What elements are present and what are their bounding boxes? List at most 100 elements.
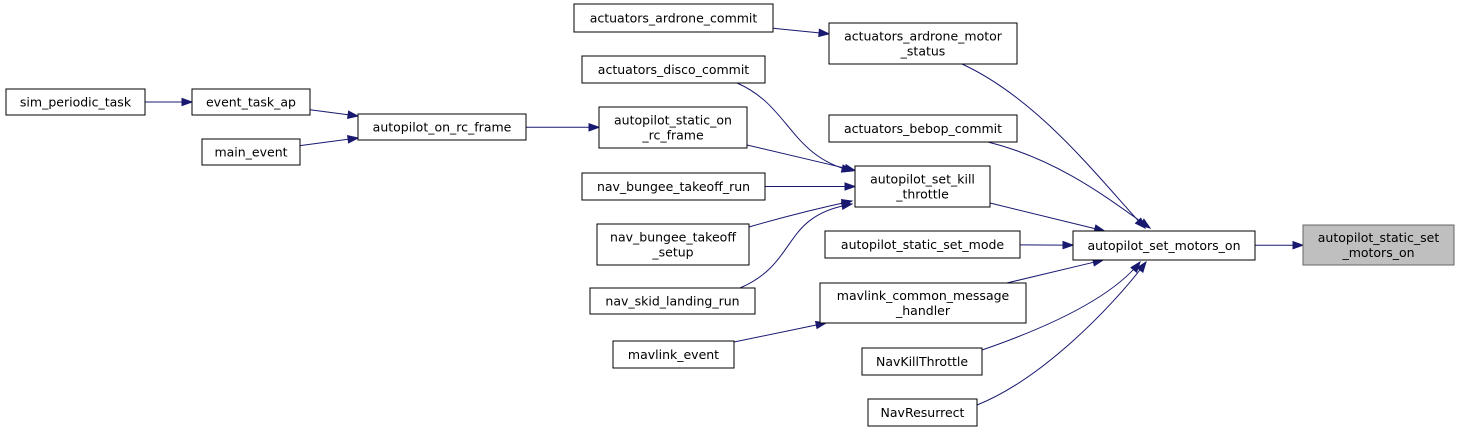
- node-label: nav_bungee_takeoff_run: [597, 179, 750, 194]
- edge-autopilot_static_on_rc_frame-to-autopilot_set_kill_throttle: [746, 144, 857, 173]
- arrowhead: [1062, 240, 1075, 250]
- node-label: NavKillThrottle: [876, 354, 968, 369]
- edge-sim_periodic_task-to-event_task_ap: [145, 97, 194, 107]
- node-label: _throttle: [895, 187, 949, 202]
- node-box: [201, 138, 301, 166]
- node-box: [867, 398, 978, 427]
- edge-line: [987, 141, 1151, 229]
- edge-nav_skid_landing_run-to-autopilot_set_kill_throttle: [739, 201, 854, 289]
- edge-autopilot_static_set_mode-to-autopilot_set_motors_on: [1019, 240, 1075, 250]
- node-autopilot_set_kill_throttle[interactable]: autopilot_set_kill_throttle: [854, 165, 991, 208]
- arrowhead: [843, 163, 857, 173]
- node-label: autopilot_set_motors_on: [1087, 238, 1240, 253]
- arrowhead: [347, 110, 360, 119]
- edge-line: [981, 261, 1141, 351]
- node-nav_skid_landing_run[interactable]: nav_skid_landing_run: [589, 287, 756, 315]
- node-event_task_ap[interactable]: event_task_ap: [191, 88, 311, 116]
- edge-autopilot_set_kill_throttle-to-autopilot_set_motors_on: [989, 202, 1107, 233]
- node-autopilot_static_set_mode[interactable]: autopilot_static_set_mode: [824, 230, 1021, 259]
- arrowhead: [840, 201, 854, 210]
- edge-line: [772, 27, 820, 34]
- node-actuators_bebop_commit[interactable]: actuators_bebop_commit: [828, 114, 1018, 143]
- edge-line: [976, 261, 1147, 406]
- node-actuators_ardrone_motor_status[interactable]: actuators_ardrone_motor_status: [828, 22, 1018, 65]
- node-label: nav_bungee_takeoff: [610, 230, 736, 245]
- edge-autopilot_set_motors_on-to-autopilot_static_set_motors_on: [1254, 240, 1305, 250]
- arrowhead: [1292, 240, 1305, 250]
- node-box: [1302, 224, 1455, 266]
- nodes: autopilot_static_set_motors_onautopilot_…: [5, 3, 1455, 427]
- edge-main_event-to-autopilot_on_rc_frame: [299, 135, 360, 147]
- node-autopilot_set_motors_on[interactable]: autopilot_set_motors_on: [1072, 230, 1256, 261]
- node-label: NavResurrect: [881, 405, 965, 420]
- edge-line: [299, 138, 349, 147]
- edge-mavlink_event-to-mavlink_common_message_handler: [733, 320, 828, 343]
- edge-event_task_ap-to-autopilot_on_rc_frame: [309, 109, 360, 119]
- node-box: [573, 3, 774, 33]
- node-label: actuators_disco_commit: [598, 62, 750, 77]
- node-actuators_disco_commit[interactable]: actuators_disco_commit: [581, 55, 766, 84]
- node-label: _handler: [895, 303, 951, 318]
- arrowhead: [347, 135, 360, 144]
- edge-actuators_bebop_commit-to-autopilot_set_motors_on: [987, 141, 1152, 229]
- arrowhead: [818, 28, 831, 38]
- node-mavlink_common_message_handler[interactable]: mavlink_common_message_handler: [819, 282, 1027, 324]
- node-NavKillThrottle[interactable]: NavKillThrottle: [861, 347, 983, 376]
- node-box: [861, 347, 983, 376]
- node-box: [589, 287, 756, 315]
- node-box: [5, 88, 146, 116]
- node-main_event[interactable]: main_event: [201, 138, 301, 166]
- node-box: [828, 114, 1018, 143]
- edge-actuators_ardrone_commit-to-actuators_ardrone_motor_status: [772, 27, 831, 38]
- node-label: mavlink_event: [628, 347, 719, 362]
- arrowhead: [1136, 260, 1147, 274]
- node-box: [598, 106, 748, 149]
- edge-line: [309, 109, 349, 116]
- arrowhead: [1138, 218, 1152, 229]
- edge-line: [748, 200, 853, 228]
- arrowhead: [181, 97, 194, 107]
- edges: [145, 27, 1305, 406]
- node-mavlink_event[interactable]: mavlink_event: [612, 340, 735, 369]
- edge-NavResurrect-to-autopilot_set_motors_on: [976, 260, 1147, 406]
- node-label: _rc_frame: [641, 128, 704, 143]
- node-label: nav_skid_landing_run: [605, 294, 739, 309]
- node-box: [191, 88, 311, 116]
- edge-line: [989, 202, 1096, 230]
- edge-nav_bungee_takeoff_run-to-autopilot_set_kill_throttle: [765, 182, 857, 191]
- node-nav_bungee_takeoff_setup[interactable]: nav_bungee_takeoff_setup: [596, 223, 750, 266]
- node-box: [819, 282, 1027, 324]
- node-NavResurrect[interactable]: NavResurrect: [867, 398, 978, 427]
- node-box: [854, 165, 991, 208]
- node-label: main_event: [214, 145, 287, 160]
- node-actuators_ardrone_commit[interactable]: actuators_ardrone_commit: [573, 3, 774, 33]
- arrowhead: [844, 182, 857, 191]
- node-nav_bungee_takeoff_run[interactable]: nav_bungee_takeoff_run: [581, 172, 766, 201]
- node-box: [596, 223, 750, 266]
- node-autopilot_static_set_motors_on[interactable]: autopilot_static_set_motors_on: [1302, 224, 1455, 266]
- node-label: actuators_ardrone_commit: [590, 11, 758, 26]
- node-box: [612, 340, 735, 369]
- node-autopilot_static_on_rc_frame[interactable]: autopilot_static_on_rc_frame: [598, 106, 748, 149]
- arrowhead: [588, 122, 601, 132]
- node-label: autopilot_static_set: [1318, 230, 1440, 245]
- node-autopilot_on_rc_frame[interactable]: autopilot_on_rc_frame: [357, 113, 527, 141]
- edge-mavlink_common_message_handler-to-autopilot_set_motors_on: [1006, 258, 1105, 284]
- node-label: actuators_ardrone_motor: [844, 29, 1003, 44]
- node-label: sim_periodic_task: [20, 95, 132, 110]
- node-box: [357, 113, 527, 141]
- node-label: autopilot_on_rc_frame: [373, 120, 512, 135]
- node-box: [581, 55, 766, 84]
- node-label: event_task_ap: [206, 95, 296, 110]
- edge-line: [736, 82, 853, 172]
- node-box: [1072, 230, 1256, 261]
- edge-line: [746, 144, 846, 169]
- edge-line: [739, 203, 853, 289]
- node-sim_periodic_task[interactable]: sim_periodic_task: [5, 88, 146, 116]
- node-label: autopilot_static_set_mode: [841, 237, 1004, 252]
- node-label: actuators_bebop_commit: [844, 121, 1002, 136]
- edge-nav_bungee_takeoff_setup-to-autopilot_set_kill_throttle: [748, 199, 854, 228]
- node-label: autopilot_static_on: [614, 113, 732, 128]
- edge-line: [961, 63, 1146, 229]
